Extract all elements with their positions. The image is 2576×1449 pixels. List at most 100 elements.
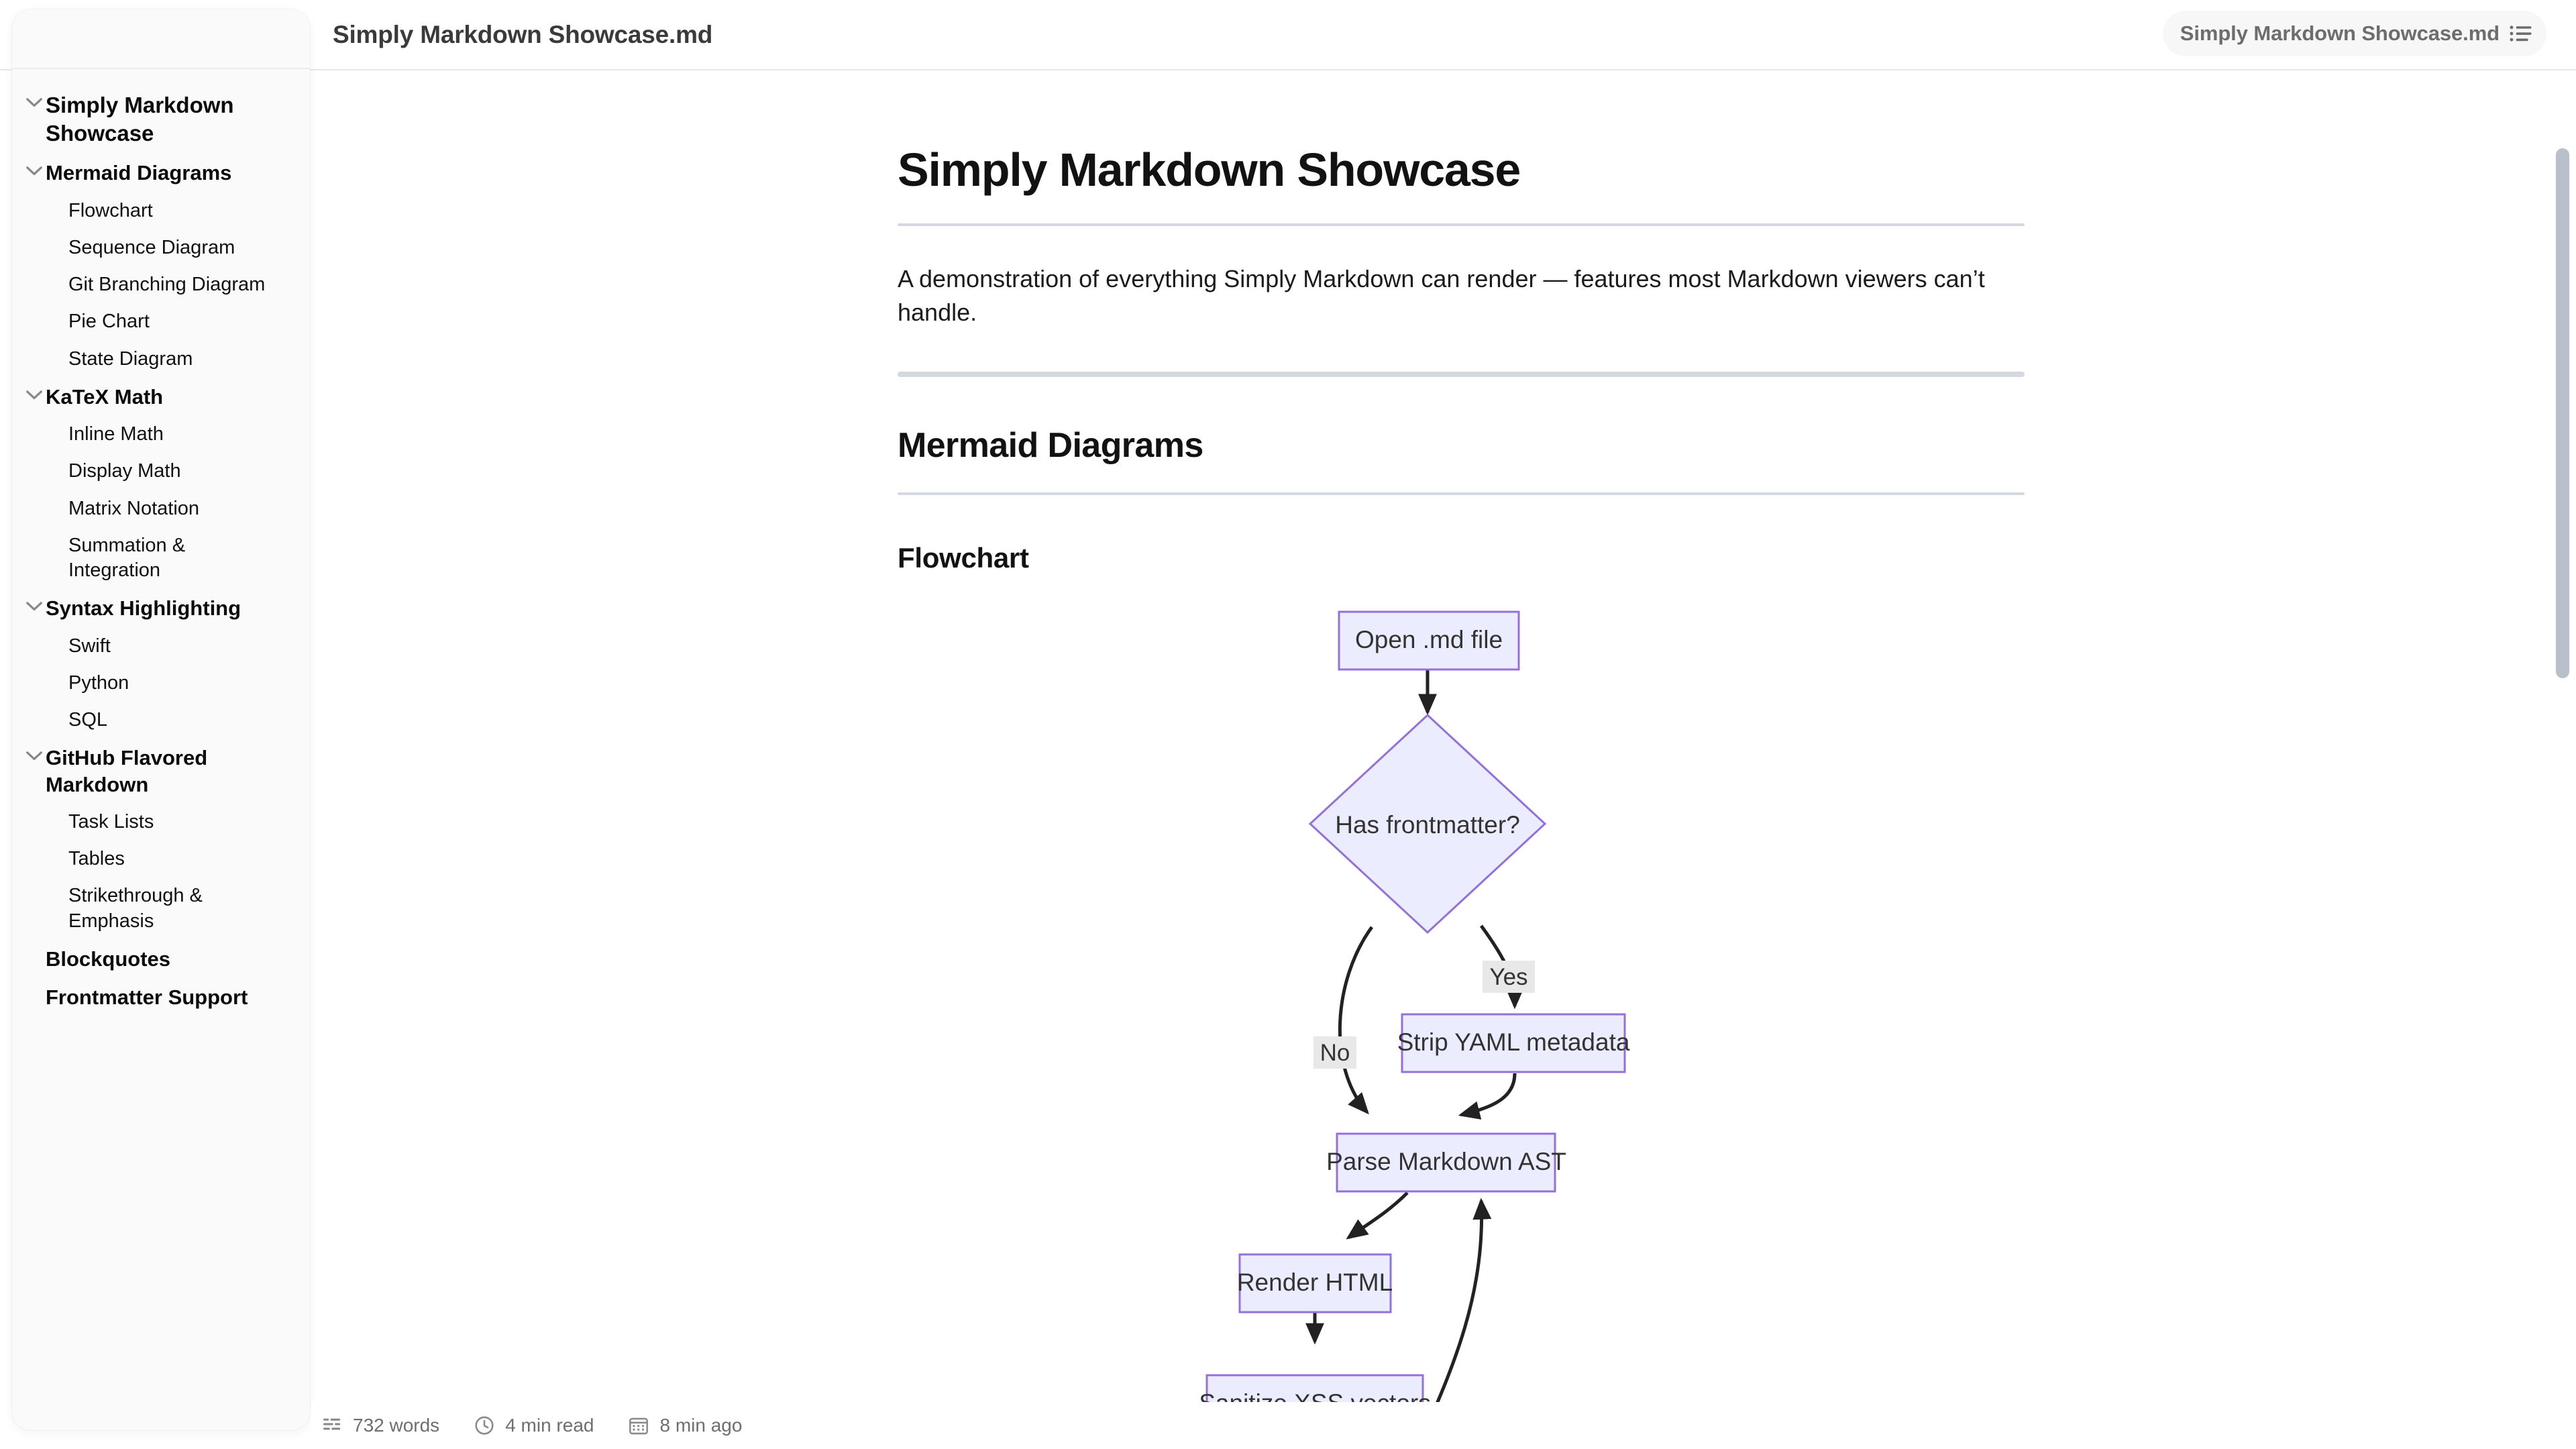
heading-mermaid-diagrams: Mermaid Diagrams xyxy=(898,425,1203,465)
sidebar-item-sql[interactable]: SQL xyxy=(12,702,310,739)
sidebar-item-label: Inline Math xyxy=(68,423,164,445)
sidebar-item-label: Matrix Notation xyxy=(68,497,200,519)
flowchart-node-parse-markdown-ast: Parse Markdown AST xyxy=(1326,1132,1566,1193)
svg-text:Render HTML: Render HTML xyxy=(1237,1269,1393,1296)
mermaid-flowchart: Open .md file Has frontmatter? Strip YAM… xyxy=(898,597,2025,1449)
sidebar-item-github-flavored-markdown[interactable]: GitHub Flavored Markdown xyxy=(12,739,310,804)
document-viewer[interactable]: Simply Markdown Showcase A demonstration… xyxy=(311,70,2576,1449)
svg-text:Parse Markdown AST: Parse Markdown AST xyxy=(1326,1148,1566,1175)
sidebar-item-label: GitHub Flavored Markdown xyxy=(46,745,208,796)
page-title: Simply Markdown Showcase xyxy=(898,144,1521,196)
sidebar-item-flowchart[interactable]: Flowchart xyxy=(12,193,310,229)
sidebar-item-label: Strikethrough & Emphasis xyxy=(68,885,203,932)
sidebar-item-summation-integration[interactable]: Summation & Integration xyxy=(12,527,310,589)
status-bar: 732 words 4 min read xyxy=(311,1402,2576,1449)
outline-list-icon[interactable] xyxy=(2509,23,2533,44)
sidebar-item-label: Task Lists xyxy=(68,811,154,833)
sidebar-item-label: Mermaid Diagrams xyxy=(46,161,232,185)
document-title: Simply Markdown Showcase.md xyxy=(333,20,713,48)
sidebar-item-mermaid-diagrams[interactable]: Mermaid Diagrams xyxy=(12,154,310,193)
sidebar-item-tables[interactable]: Tables xyxy=(12,841,310,877)
svg-text:Yes: Yes xyxy=(1489,964,1527,990)
sidebar-item-label: Blockquotes xyxy=(46,947,171,971)
flowchart-edges xyxy=(1305,669,1524,1449)
sidebar-item-frontmatter-support[interactable]: Frontmatter Support xyxy=(12,978,310,1017)
sidebar-item-label: Syntax Highlighting xyxy=(46,596,241,620)
sidebar-item-label: SQL xyxy=(68,708,108,731)
word-count-label: 732 words xyxy=(353,1415,440,1436)
sidebar-item-inline-math[interactable]: Inline Math xyxy=(12,416,310,453)
text-lines-icon xyxy=(322,1417,342,1434)
flowchart-node-open-md-file: Open .md file xyxy=(1338,610,1520,671)
sidebar-item-label: Tables xyxy=(68,848,125,870)
sidebar-item-label: Git Branching Diagram xyxy=(68,274,266,296)
clock-icon xyxy=(474,1415,494,1436)
svg-text:Has frontmatter?: Has frontmatter? xyxy=(1335,811,1520,839)
sidebar-item-syntax-highlighting[interactable]: Syntax Highlighting xyxy=(12,589,310,628)
vertical-scrollbar[interactable] xyxy=(2556,148,2569,678)
sidebar-item-task-lists[interactable]: Task Lists xyxy=(12,804,310,841)
sidebar-item-display-math[interactable]: Display Math xyxy=(12,453,310,490)
chevron-down-icon[interactable] xyxy=(23,595,46,612)
sidebar-item-label: Swift xyxy=(68,635,111,657)
chevron-down-icon[interactable] xyxy=(23,91,46,108)
sidebar-item-simply-markdown-showcase[interactable]: Simply Markdown Showcase xyxy=(12,85,310,154)
sidebar-item-label: Flowchart xyxy=(68,200,153,222)
chevron-down-icon[interactable] xyxy=(23,160,46,176)
heading-flowchart: Flowchart xyxy=(898,541,1029,574)
chevron-down-icon[interactable] xyxy=(23,384,46,400)
sidebar-item-strikethrough-emphasis[interactable]: Strikethrough & Emphasis xyxy=(12,877,310,939)
sidebar-item-label: Display Math xyxy=(68,460,181,482)
sidebar-header xyxy=(12,9,310,69)
flowchart-node-render-html: Render HTML xyxy=(1237,1253,1393,1313)
flowchart-nodes: Open .md file Has frontmatter? Strip YAM… xyxy=(1199,610,1630,1434)
sidebar-item-python[interactable]: Python xyxy=(12,665,310,702)
edge-label-no: No xyxy=(1313,1036,1356,1069)
outline-pill-label: Simply Markdown Showcase.md xyxy=(2180,21,2500,45)
svg-text:No: No xyxy=(1320,1040,1350,1066)
sidebar-item-label: Sequence Diagram xyxy=(68,237,235,259)
svg-text:Open .md file: Open .md file xyxy=(1355,626,1503,653)
chevron-down-icon[interactable] xyxy=(23,745,46,761)
markdown-document: Simply Markdown Showcase A demonstration… xyxy=(898,70,2025,1449)
sidebar-item-git-branching-diagram[interactable]: Git Branching Diagram xyxy=(12,266,310,303)
flowchart-node-strip-yaml-metadata: Strip YAML metadata xyxy=(1397,1013,1630,1073)
section-divider xyxy=(898,371,2025,377)
document-outline-pill[interactable]: Simply Markdown Showcase.md xyxy=(2162,11,2546,56)
flowchart-edge-labels: Yes No Yes xyxy=(1313,960,1535,1069)
flowchart-svg: Open .md file Has frontmatter? Strip YAM… xyxy=(1199,610,1630,1449)
sidebar-item-label: State Diagram xyxy=(68,347,193,370)
heading-underline xyxy=(898,492,2025,495)
sidebar-item-sequence-diagram[interactable]: Sequence Diagram xyxy=(12,229,310,266)
svg-text:Strip YAML metadata: Strip YAML metadata xyxy=(1397,1028,1630,1056)
edge-d-e xyxy=(1346,1191,1409,1240)
sidebar-item-katex-math[interactable]: KaTeX Math xyxy=(12,378,310,417)
edge-c-d xyxy=(1458,1073,1517,1120)
sidebar-item-label: Frontmatter Support xyxy=(46,985,248,1010)
sidebar-item-label: Python xyxy=(68,672,129,694)
edge-b-d xyxy=(1338,926,1374,1115)
sidebar-item-state-diagram[interactable]: State Diagram xyxy=(12,341,310,378)
sidebar-item-pie-chart[interactable]: Pie Chart xyxy=(12,303,310,340)
sidebar-item-matrix-notation[interactable]: Matrix Notation xyxy=(12,490,310,527)
title-bar: Simply Markdown Showcase.md Simply Markd… xyxy=(0,0,2576,70)
sidebar-item-label: Pie Chart xyxy=(68,311,150,333)
calendar-icon xyxy=(629,1416,649,1435)
document-subtitle: A demonstration of everything Simply Mar… xyxy=(898,265,1985,327)
sidebar-item-label: Summation & Integration xyxy=(68,534,186,581)
sidebar-item-blockquotes[interactable]: Blockquotes xyxy=(12,940,310,979)
sidebar-item-label: KaTeX Math xyxy=(46,384,164,409)
read-time-label: 4 min read xyxy=(505,1415,594,1436)
flowchart-node-has-frontmatter: Has frontmatter? xyxy=(1308,713,1547,934)
sidebar-item-label: Simply Markdown Showcase xyxy=(46,93,234,146)
edge-f-d xyxy=(1415,1197,1492,1449)
edge-label-yes-top: Yes xyxy=(1483,960,1535,993)
sidebar-item-swift[interactable]: Swift xyxy=(12,628,310,665)
title-divider xyxy=(898,223,2025,226)
status-modified-time: 8 min ago xyxy=(629,1415,742,1436)
modified-label: 8 min ago xyxy=(659,1415,743,1436)
status-word-count: 732 words xyxy=(322,1415,439,1436)
